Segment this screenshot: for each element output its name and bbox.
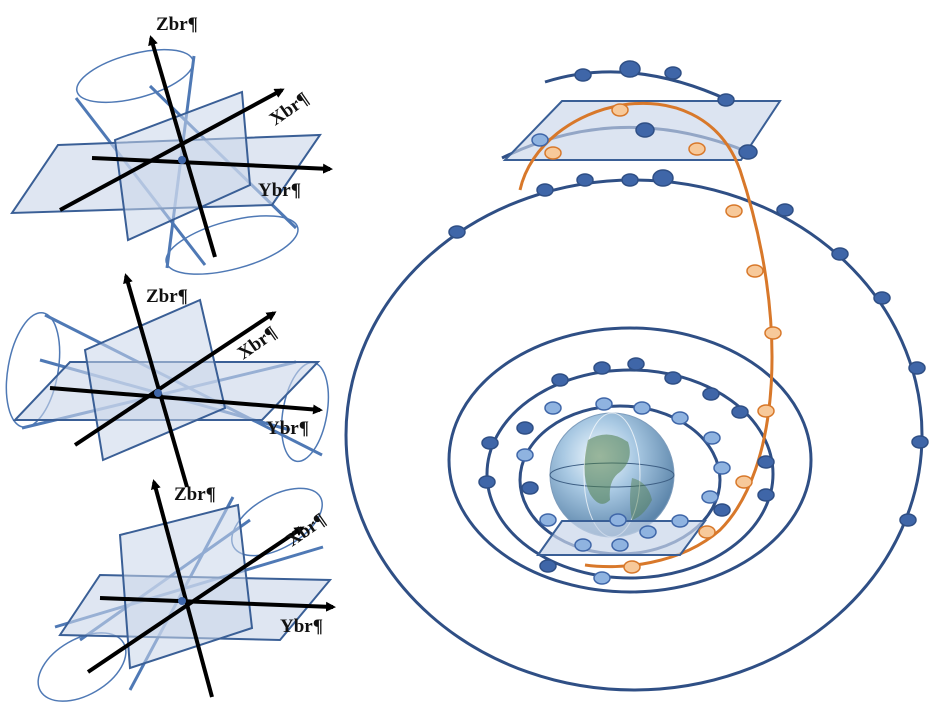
orbit-node bbox=[516, 421, 534, 435]
transfer-node bbox=[688, 142, 706, 156]
y-axis-label-2: Ybr¶ bbox=[266, 418, 309, 439]
sensor-cone-3 bbox=[37, 487, 324, 702]
transfer-node bbox=[746, 264, 764, 278]
orbit-node-light bbox=[671, 411, 689, 425]
y-axis-label-1: Ybr¶ bbox=[258, 180, 301, 201]
orbit-node bbox=[551, 373, 569, 387]
orbit-nodes-dark bbox=[448, 60, 929, 573]
transfer-nodes bbox=[544, 103, 782, 574]
orbit-node bbox=[574, 68, 592, 82]
orbit-node bbox=[635, 122, 655, 138]
orbit-node bbox=[664, 66, 682, 80]
orbit-node-light bbox=[574, 538, 592, 552]
transfer-node bbox=[735, 475, 753, 489]
orbit-system bbox=[344, 60, 929, 692]
orbit-node bbox=[908, 361, 926, 375]
body-frame-3: Zbr¶ Xbr¶ Ybr¶ bbox=[37, 479, 336, 702]
x-axis-2 bbox=[73, 311, 277, 447]
orbit-nodes-light bbox=[516, 133, 731, 585]
orbit-node bbox=[576, 173, 594, 187]
orbit-node bbox=[873, 291, 891, 305]
z-axis-1 bbox=[148, 35, 217, 258]
orbit-node bbox=[713, 503, 731, 517]
top-orbit-arc-1 bbox=[544, 70, 729, 102]
transfer-node bbox=[725, 204, 743, 218]
orbit-node-light bbox=[516, 448, 534, 462]
orbit-node-light bbox=[611, 538, 629, 552]
orbit-node bbox=[521, 481, 539, 495]
orbit-node-light bbox=[701, 490, 719, 504]
y-axis-2 bbox=[49, 386, 323, 415]
orbit-node bbox=[731, 405, 749, 419]
orbit-node bbox=[619, 60, 641, 78]
orbit-node bbox=[664, 371, 682, 385]
body-frame-1: Zbr¶ Xbr¶ Ybr¶ bbox=[10, 14, 333, 275]
transfer-node bbox=[764, 326, 782, 340]
orbit-node bbox=[899, 513, 917, 527]
orbit-node bbox=[831, 247, 849, 261]
orbit-node-light bbox=[703, 431, 721, 445]
orbit-plane-1b bbox=[113, 90, 252, 242]
orbit-node-light bbox=[713, 461, 731, 475]
body-frame-2: Zbr¶ Xbr¶ Ybr¶ bbox=[5, 273, 330, 488]
orbit-node bbox=[738, 144, 758, 160]
transfer-node bbox=[623, 560, 641, 574]
transfer-node bbox=[544, 146, 562, 160]
orbit-node bbox=[593, 361, 611, 375]
orbit-node-light bbox=[593, 571, 611, 585]
orbit-node bbox=[539, 559, 557, 573]
cone-base-upper bbox=[76, 48, 194, 104]
orbit-node-light bbox=[633, 401, 651, 415]
orbit-node bbox=[627, 357, 645, 371]
orbit-node bbox=[757, 455, 775, 469]
transfer-node bbox=[757, 404, 775, 418]
orbit-node bbox=[481, 436, 499, 450]
x-axis-1 bbox=[59, 88, 285, 212]
orbit-node-light bbox=[539, 513, 557, 527]
orbit-node bbox=[448, 225, 466, 239]
z-axis-2 bbox=[123, 273, 189, 488]
y-axis-3 bbox=[99, 596, 336, 612]
z-axis-label-1: Zbr¶ bbox=[156, 14, 198, 35]
middle-orbit bbox=[447, 326, 813, 594]
transfer-node bbox=[698, 525, 716, 539]
earth-globe bbox=[549, 412, 675, 538]
orbit-node bbox=[757, 488, 775, 502]
orbit-node bbox=[652, 169, 674, 187]
y-axis-label-3: Ybr¶ bbox=[280, 616, 323, 637]
orbit-node bbox=[717, 93, 735, 107]
orbit-node bbox=[702, 387, 720, 401]
orbit-node-light bbox=[639, 525, 657, 539]
z-axis-3 bbox=[150, 479, 214, 698]
z-axis-label-2: Zbr¶ bbox=[146, 286, 188, 307]
orbit-node bbox=[621, 173, 639, 187]
x-axis-label-2: Xbr¶ bbox=[234, 322, 281, 364]
orbit-node-light bbox=[609, 513, 627, 527]
orbit-node bbox=[536, 183, 554, 197]
orbit-node bbox=[776, 203, 794, 217]
z-axis-label-3: Zbr¶ bbox=[174, 484, 216, 505]
cone-base-bottom bbox=[37, 632, 127, 702]
orbit-plane-3b bbox=[118, 503, 254, 670]
inner-orbit-dark bbox=[485, 368, 775, 580]
transfer-node bbox=[611, 103, 629, 117]
y-axis-1 bbox=[91, 156, 333, 174]
orbit-node bbox=[478, 475, 496, 489]
orbit-node-light bbox=[544, 401, 562, 415]
orbit-node-light bbox=[531, 133, 549, 147]
orbit-node bbox=[911, 435, 929, 449]
orbit-node-light bbox=[595, 397, 613, 411]
orbit-node-light bbox=[671, 514, 689, 528]
